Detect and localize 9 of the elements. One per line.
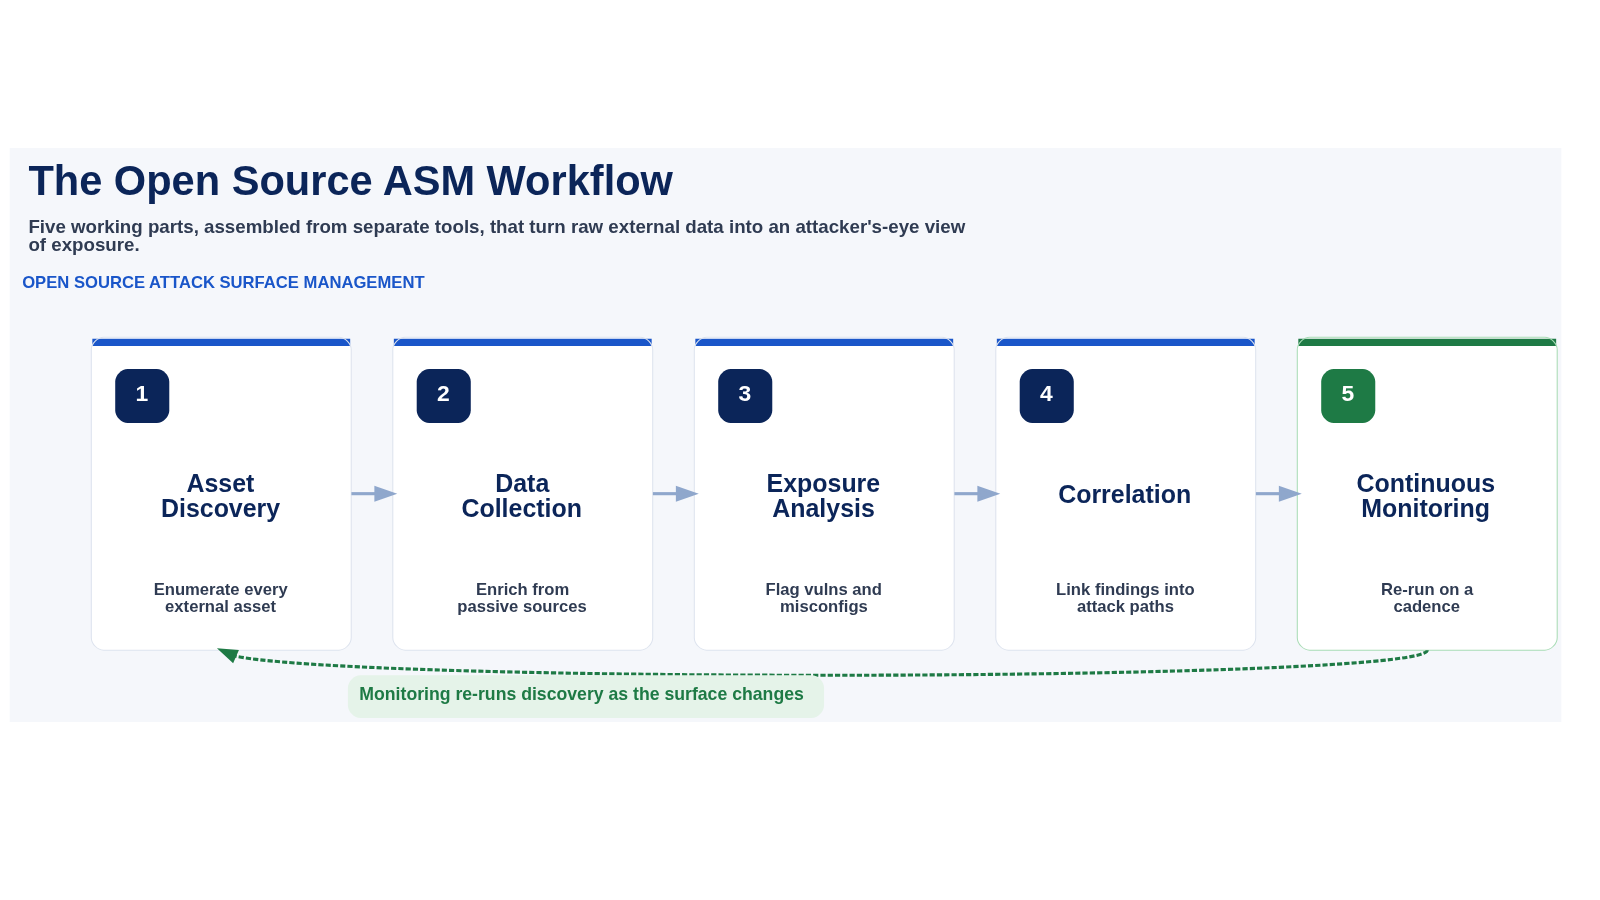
label: OPEN SOURCE ATTACK SURFACE MANAGEMENT: [21, 273, 425, 293]
arrow: [1255, 485, 1302, 502]
arrow: [350, 485, 397, 502]
edge-label: Monitoring re-runs discovery as the surface changes: [358, 684, 804, 705]
arrow: [652, 485, 699, 502]
arrow: [953, 485, 1000, 502]
diagram-title: The Open Source ASM Workflow: [27, 156, 673, 204]
arrow: [216, 648, 1428, 677]
caption: Five working parts, assembled from separate tools, that turn raw external data into an attacker's-eye view of exposure.: [27, 215, 965, 256]
